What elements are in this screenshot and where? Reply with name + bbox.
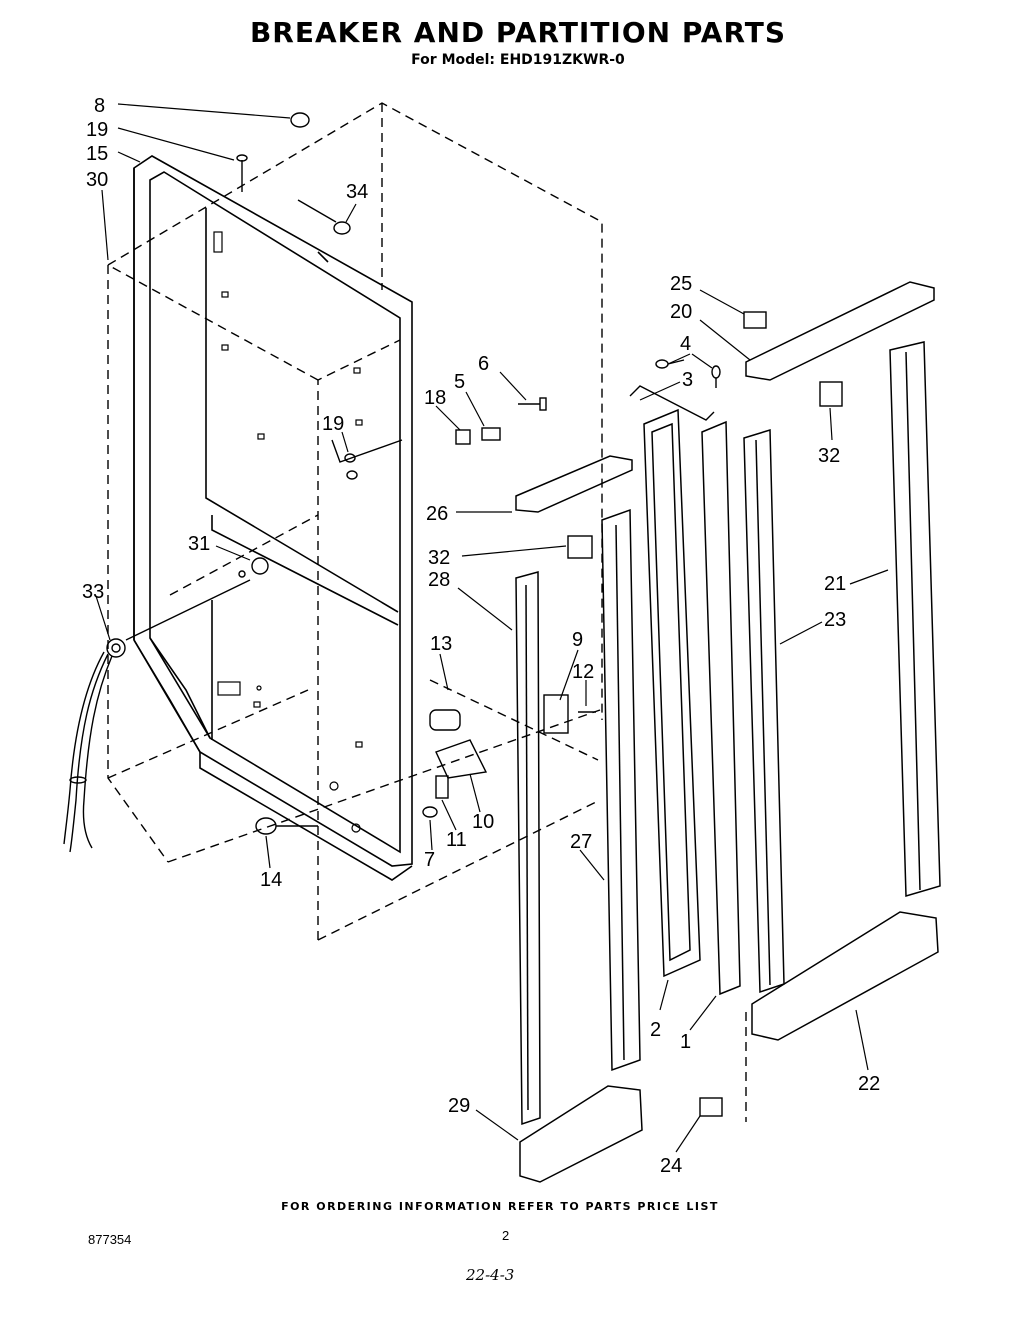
callout-22: 22 (858, 1073, 880, 1095)
wire-harness (63, 579, 251, 853)
callout-26: 26 (426, 503, 448, 525)
handwritten-code: 22-4-3 (466, 1266, 515, 1284)
callout-31: 31 (188, 533, 210, 555)
callout-19: 19 (86, 119, 108, 141)
callout-13: 13 (430, 633, 452, 655)
callout-27: 27 (570, 831, 592, 853)
callout-3: 3 (682, 369, 693, 391)
partition-frame (133, 155, 413, 881)
callout-12: 12 (572, 661, 594, 683)
callout-9: 9 (572, 629, 583, 651)
ordering-info-note: FOR ORDERING INFORMATION REFER TO PARTS … (281, 1200, 719, 1213)
frame-holes (213, 231, 363, 833)
callout-8: 8 (94, 95, 105, 117)
callout-21: 21 (824, 573, 846, 595)
page-number: 2 (502, 1228, 510, 1243)
callout-32-mid: 32 (428, 547, 450, 569)
cabinet-outline-dashed (107, 102, 747, 1122)
callout-5: 5 (454, 371, 465, 393)
callout-4: 4 (680, 333, 691, 355)
callout-20: 20 (670, 301, 692, 323)
callout-11: 11 (446, 829, 467, 851)
callout-1: 1 (680, 1031, 691, 1053)
callout-14: 14 (260, 869, 282, 891)
callout-19-mid: 19 (322, 413, 344, 435)
callout-6: 6 (478, 353, 489, 375)
model-subtitle: For Model: EHD191ZKWR-0 (411, 52, 625, 68)
page-title: BREAKER AND PARTITION PARTS (249, 16, 787, 49)
callout-33: 33 (82, 581, 104, 603)
callout-18: 18 (424, 387, 446, 409)
callout-29: 29 (448, 1095, 470, 1117)
callout-10: 10 (472, 811, 494, 833)
leader-lines (95, 103, 889, 1153)
callout-23: 23 (824, 609, 846, 631)
callout-labels: 8 19 15 30 34 25 20 4 3 6 5 18 19 32 26 … (82, 95, 880, 1177)
callout-30: 30 (86, 169, 108, 191)
callout-25: 25 (670, 273, 692, 295)
callout-7: 7 (424, 849, 435, 871)
callout-28: 28 (428, 569, 450, 591)
partition-rails (515, 281, 941, 1183)
document-number: 877354 (88, 1232, 132, 1247)
callout-24: 24 (660, 1155, 682, 1177)
callout-32-right: 32 (818, 445, 840, 467)
callout-2: 2 (650, 1019, 661, 1041)
callout-34: 34 (346, 181, 368, 203)
callout-15: 15 (86, 143, 108, 165)
small-hardware (236, 112, 843, 1117)
